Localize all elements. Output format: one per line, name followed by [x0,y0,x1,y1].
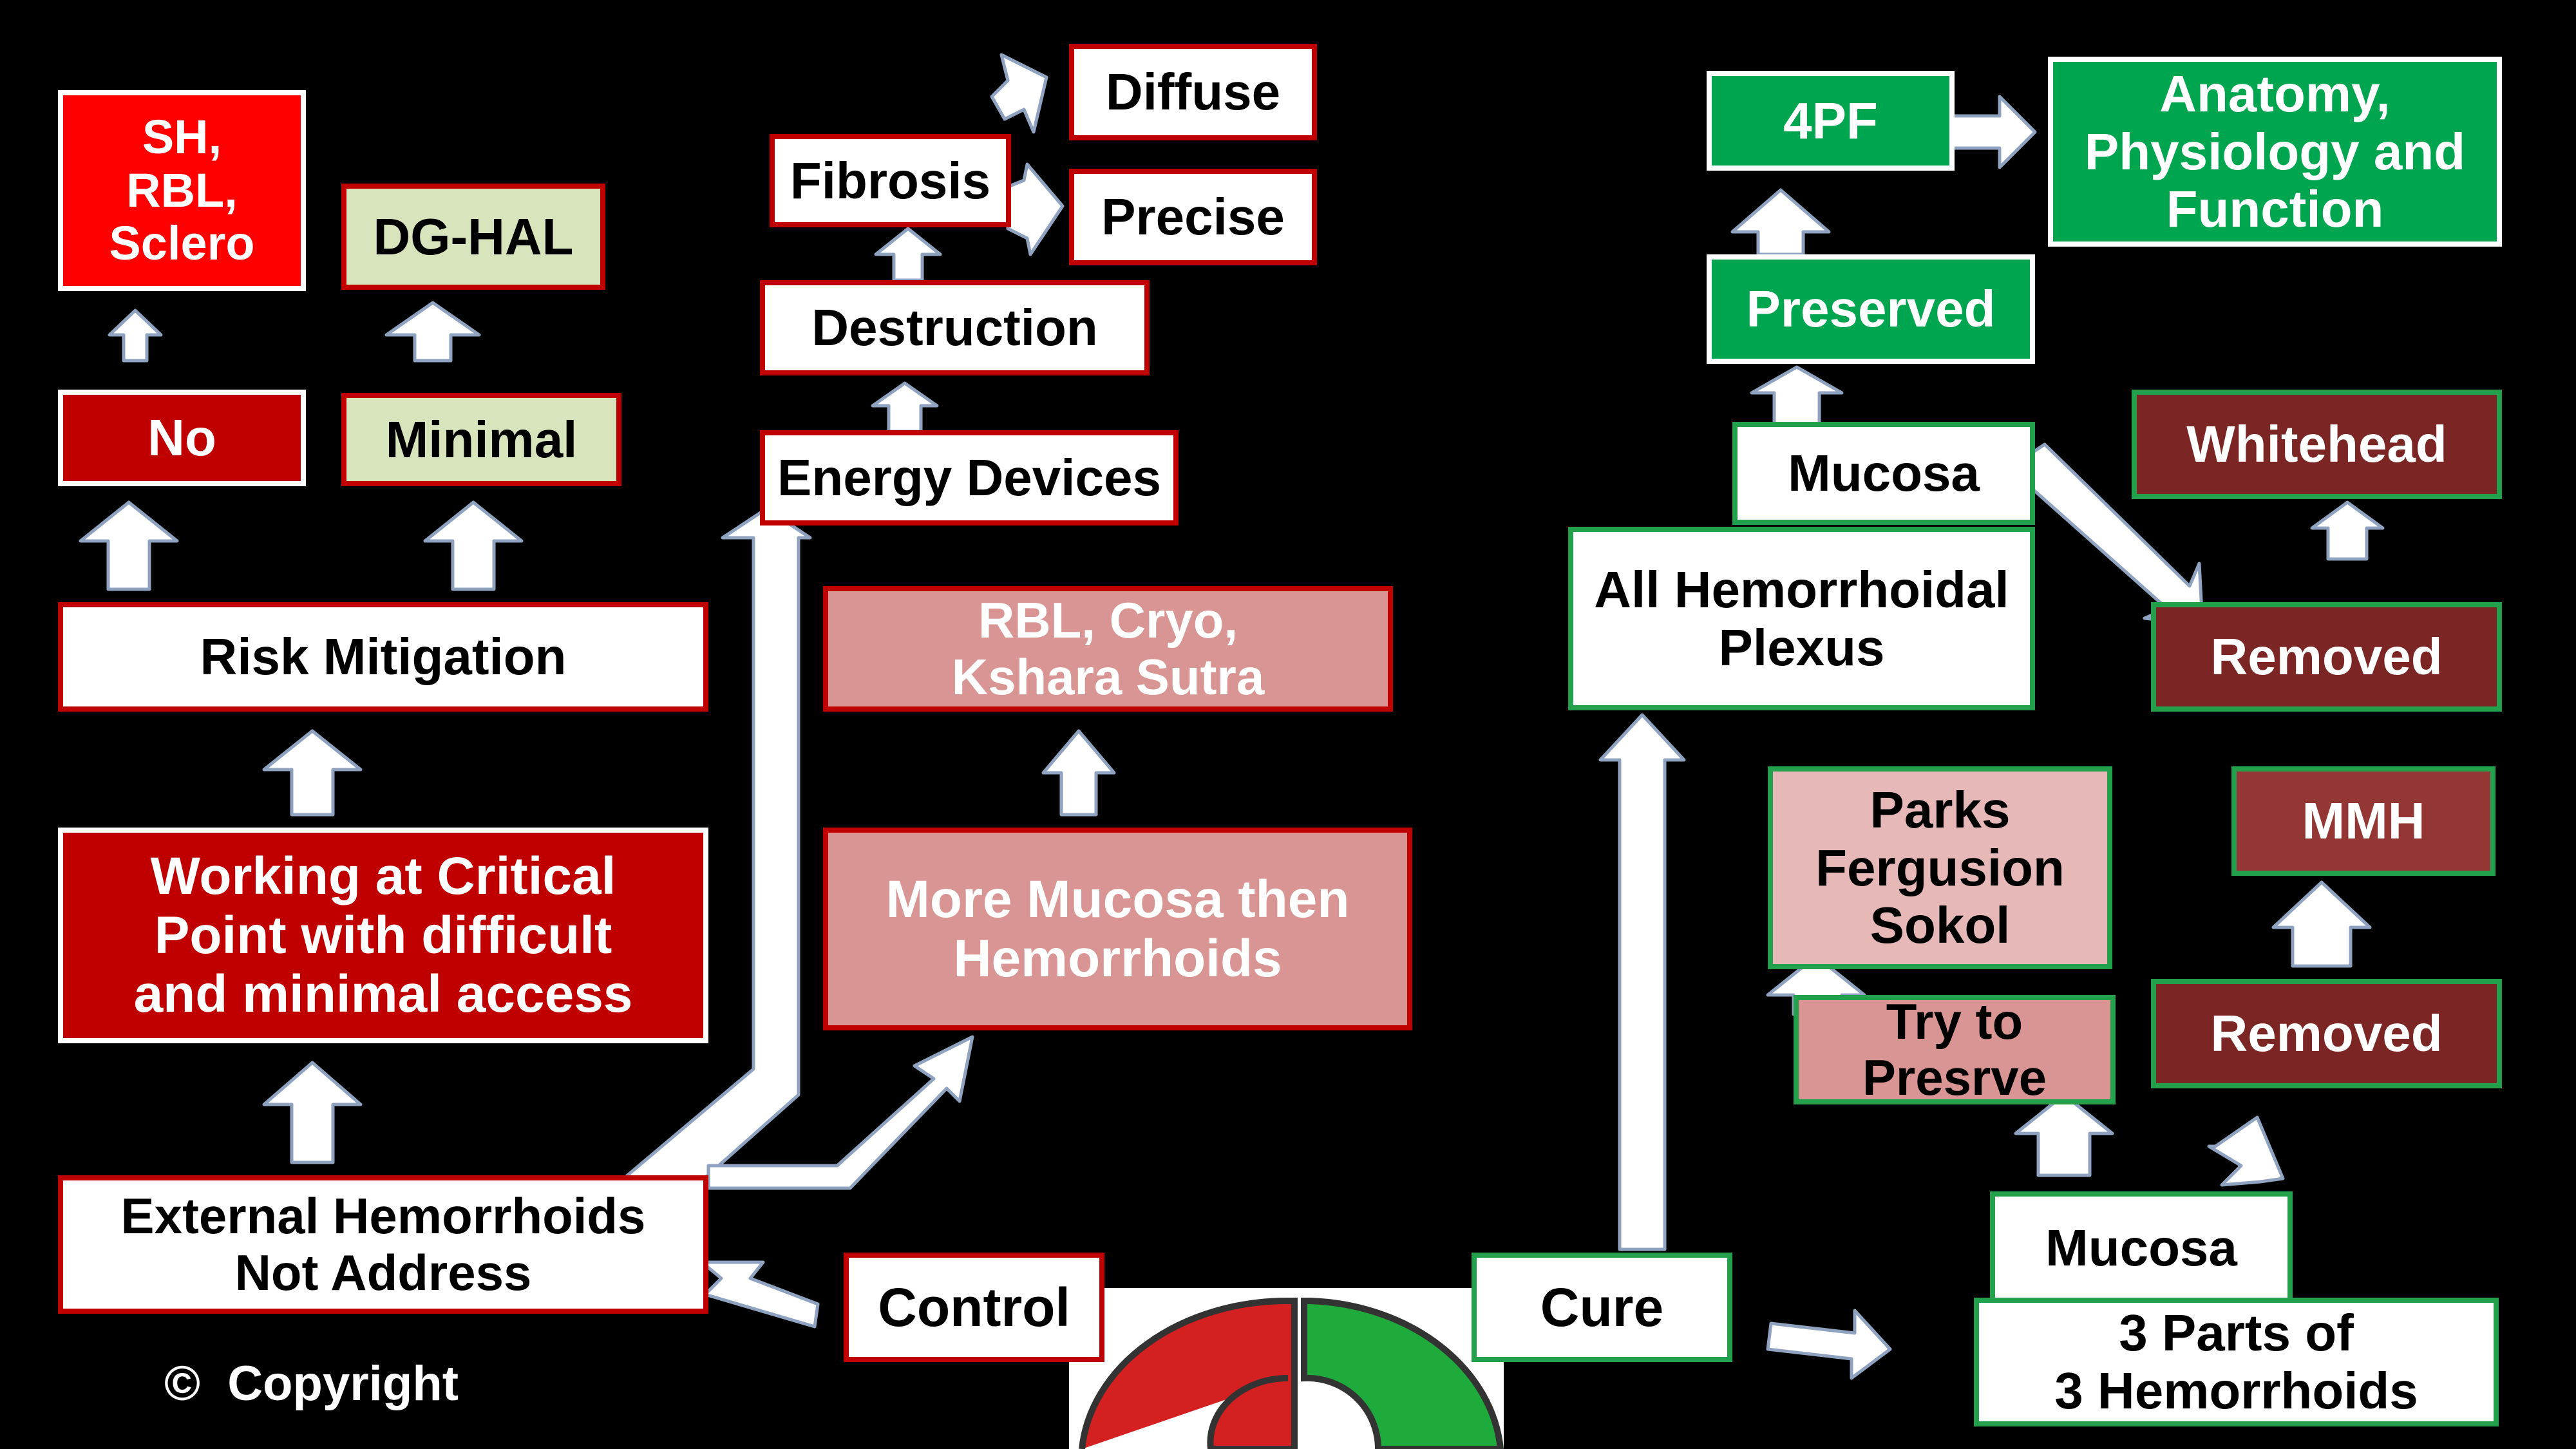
arrow-up-icon [79,500,179,591]
control-box: Control [844,1253,1104,1362]
three-parts-box: 3 Parts of 3 Hemorrhoids [1974,1298,2499,1426]
destruction-box: Destruction [760,280,1150,375]
arrow-up-icon [871,381,939,433]
fibrosis-box: Fibrosis [770,134,1011,227]
anatomy-box: Anatomy, Physiology and Function [2048,57,2502,247]
mmh-box: MMH [2231,766,2496,876]
precise-box: Precise [1069,169,1317,265]
more-mucosa-box: More Mucosa then Hemorrhoids [823,828,1412,1030]
arrow-up-icon [262,1061,363,1164]
arrow-right-icon [990,53,1048,134]
energy-devices-box: Energy Devices [760,430,1179,526]
arrow-up-icon [1041,729,1116,817]
arrow-up-icon [108,308,163,363]
arrow-right-icon [1949,95,2037,169]
preserved-box: Preserved [1707,254,2035,364]
arrow-right-icon [1766,1309,1892,1380]
arrow-up-icon [262,729,363,817]
arrow-up-icon [706,1035,974,1190]
mucosa-bottom-box: Mucosa [1990,1191,2293,1304]
removed-top-box: Removed [2151,602,2502,712]
whitehead-box: Whitehead [2132,390,2502,499]
arrow-up-icon [2271,880,2372,968]
no-box: No [58,390,306,486]
arrow-up-icon [1730,188,1831,256]
arrow-up-icon [1750,365,1844,427]
arrow-right-icon [1006,162,1065,256]
external-hemorrhoids-box: External Hemorrhoids Not Address [58,1175,708,1314]
arrow-up-icon [1598,713,1686,1251]
removed-bottom-box: Removed [2151,979,2502,1088]
cure-box: Cure [1472,1253,1732,1362]
mucosa-top-box: Mucosa [1732,422,2035,525]
try-preserve-box: Try to Presrve [1794,995,2116,1104]
gauge-icon [1069,1288,1504,1449]
arrow-up-icon [2310,500,2385,561]
arrow-up-icon [423,500,524,591]
arrow-up-icon [2207,1115,2285,1187]
arrow-left-icon [700,1260,820,1329]
risk-mitigation-box: Risk Mitigation [58,602,708,712]
sh-rbl-sclero-box: SH, RBL, Sclero [58,90,306,291]
four-pf-box: 4PF [1707,71,1955,171]
arrow-up-icon [874,227,942,282]
dg-hal-box: DG-HAL [341,184,605,290]
parks-box: Parks Fergusion Sokol [1768,766,2112,969]
minimal-box: Minimal [341,393,621,486]
diffuse-box: Diffuse [1069,44,1317,140]
copyright-text: © Copyright [164,1356,459,1411]
all-plexus-box: All Hemorrhoidal Plexus [1568,527,2035,710]
rbl-cryo-box: RBL, Cryo, Kshara Sutra [823,586,1393,712]
arrow-up-icon [384,301,481,363]
arrow-up-icon [2014,1093,2114,1177]
critical-point-box: Working at Critical Point with difficult… [58,828,708,1043]
